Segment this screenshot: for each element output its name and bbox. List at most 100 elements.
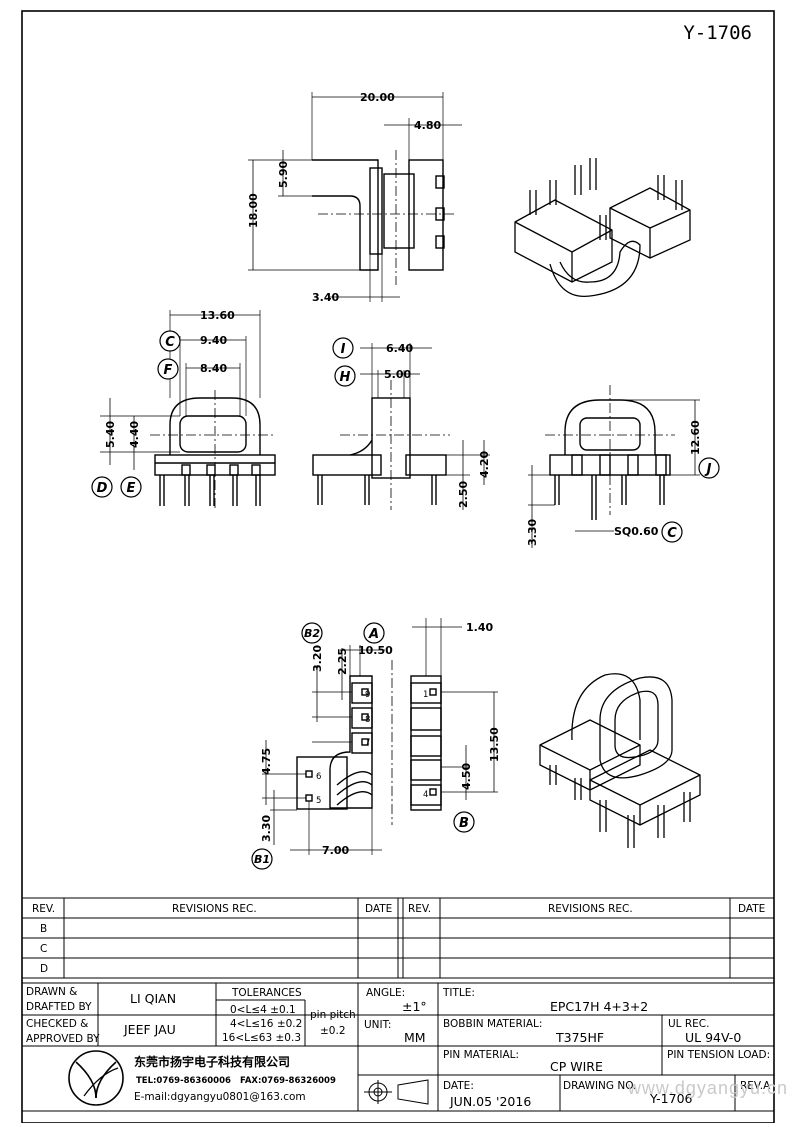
drawn-label-1: DRAWN & — [26, 986, 77, 998]
dim-4-80: 4.80 — [414, 119, 441, 132]
dim-5-40: 5.40 — [104, 421, 117, 448]
dim-3-20: 3.20 — [311, 645, 324, 672]
drawing-no-value: Y-1706 — [649, 1091, 693, 1106]
dim-20: 20.00 — [360, 91, 395, 104]
rev-a-label: REV.A — [740, 1080, 771, 1092]
callout-b2: B2 — [304, 627, 320, 640]
checked-label-2: APPROVED BY — [26, 1033, 100, 1045]
angle-label: ANGLE: — [366, 987, 405, 999]
company-fax: FAX:0769-86326009 — [240, 1076, 336, 1086]
dim-2-50: 2.50 — [457, 481, 470, 508]
unit-value: MM — [404, 1030, 426, 1045]
dim-9-40: 9.40 — [200, 334, 227, 347]
company-tel: TEL:0769-86360006 — [136, 1076, 231, 1086]
pin-pitch-label: pin pitch — [310, 1009, 356, 1021]
bobbin-label: BOBBIN MATERIAL: — [443, 1018, 542, 1030]
callout-e: E — [127, 481, 136, 496]
pin-tension-label: PIN TENSION LOAD: — [667, 1049, 770, 1061]
unit-label: UNIT: — [364, 1019, 391, 1031]
rev-row-c: C — [40, 943, 47, 955]
pin-label-6: 6 — [316, 772, 321, 782]
dim-18: 18.00 — [247, 193, 260, 228]
drawing-no-label: DRAWING NO. — [563, 1080, 636, 1092]
callout-i: I — [341, 342, 346, 357]
rev-row-b: B — [40, 923, 47, 935]
title-label: TITLE: — [442, 987, 475, 999]
dim-13-60: 13.60 — [200, 309, 235, 322]
dim-3-30-bottom: 3.30 — [260, 815, 273, 842]
callout-b1: B1 — [254, 853, 270, 866]
pin-pitch-value: ±0.2 — [320, 1025, 346, 1037]
pin-label-9: 9 — [365, 690, 370, 700]
dim-5-90: 5.90 — [277, 161, 290, 188]
bobbin-value: T375HF — [555, 1030, 604, 1045]
revision-table — [21, 897, 775, 979]
tolerance-row-2: 4<L≤16 ±0.2 — [230, 1018, 302, 1030]
tolerance-row-1: 0<L≤4 ±0.1 — [230, 1004, 296, 1016]
pin-material-label: PIN MATERIAL: — [443, 1049, 519, 1061]
company-email: E-mail:dgyangyu0801@163.com — [134, 1091, 306, 1103]
dim-3-30: 3.30 — [526, 519, 539, 546]
rev-row-d: D — [40, 963, 48, 975]
company-name-cn: 东莞市扬宇电子科技有限公司 — [134, 1054, 290, 1069]
title-block-grid — [21, 982, 775, 1112]
pin-label-5: 5 — [316, 796, 321, 806]
dim-10-50: 10.50 — [358, 644, 393, 657]
front-view — [100, 310, 276, 510]
revisions-header-right: REVISIONS REC. — [548, 903, 633, 915]
company-logo — [68, 1050, 124, 1106]
callout-j: J — [704, 462, 712, 477]
isometric-view-bottom — [539, 673, 701, 848]
callout-b: B — [459, 816, 469, 831]
pin-label-8: 8 — [365, 715, 370, 725]
callout-markers — [91, 330, 720, 870]
projection-symbol-icon — [364, 1079, 429, 1105]
drawn-by-value: LI QIAN — [130, 991, 176, 1006]
date-value: JUN.05 '2016 — [449, 1094, 531, 1109]
callout-c-sq: C — [667, 526, 677, 541]
tolerances-label: TOLERANCES — [231, 987, 302, 999]
top-view — [248, 92, 462, 302]
pin-label-7: 7 — [365, 738, 370, 748]
dim-6-40: 6.40 — [386, 342, 413, 355]
checked-label-1: CHECKED & — [26, 1018, 88, 1030]
callout-a: A — [368, 627, 379, 642]
bottom-view — [262, 618, 498, 855]
pin-label-4: 4 — [423, 790, 428, 800]
tolerance-row-3: 16<L≤63 ±0.3 — [222, 1032, 301, 1044]
dim-1-40: 1.40 — [466, 621, 493, 634]
ul-label: UL REC. — [668, 1018, 709, 1030]
isometric-view-top — [514, 158, 691, 298]
angle-value: ±1° — [402, 999, 427, 1014]
dim-4-40: 4.40 — [128, 421, 141, 448]
pin-material-value: CP WIRE — [550, 1059, 603, 1074]
callout-d: D — [97, 481, 108, 496]
callout-c: C — [165, 335, 175, 350]
ul-value: UL 94V-0 — [685, 1030, 741, 1045]
end-view — [528, 385, 700, 548]
date-header-right: DATE — [738, 903, 765, 915]
title-value: EPC17H 4+3+2 — [550, 999, 648, 1014]
dim-2-25: 2.25 — [336, 648, 349, 675]
dim-13-50: 13.50 — [488, 727, 501, 762]
rev-header-right: REV. — [408, 903, 431, 915]
drawing-number-header: Y-1706 — [683, 22, 752, 44]
revisions-header-left: REVISIONS REC. — [172, 903, 257, 915]
dim-4-50: 4.50 — [460, 763, 473, 790]
dim-7-00: 7.00 — [322, 844, 349, 857]
dim-4-75: 4.75 — [260, 748, 273, 775]
checked-by-value: JEEF JAU — [123, 1022, 176, 1037]
pin-label-1: 1 — [423, 690, 428, 700]
callout-h: H — [340, 370, 351, 385]
date-header-left: DATE — [365, 903, 392, 915]
watermark: www.dgyangyu.cn — [627, 1078, 788, 1098]
dim-5-00: 5.00 — [384, 368, 411, 381]
dim-3-40: 3.40 — [312, 291, 339, 304]
rev-header-left: REV. — [32, 903, 55, 915]
dim-12-60: 12.60 — [689, 420, 702, 455]
dim-4-20: 4.20 — [478, 451, 491, 478]
drawn-label-2: DRAFTED BY — [26, 1001, 92, 1013]
dim-sq0-60: SQ0.60 — [614, 525, 659, 538]
